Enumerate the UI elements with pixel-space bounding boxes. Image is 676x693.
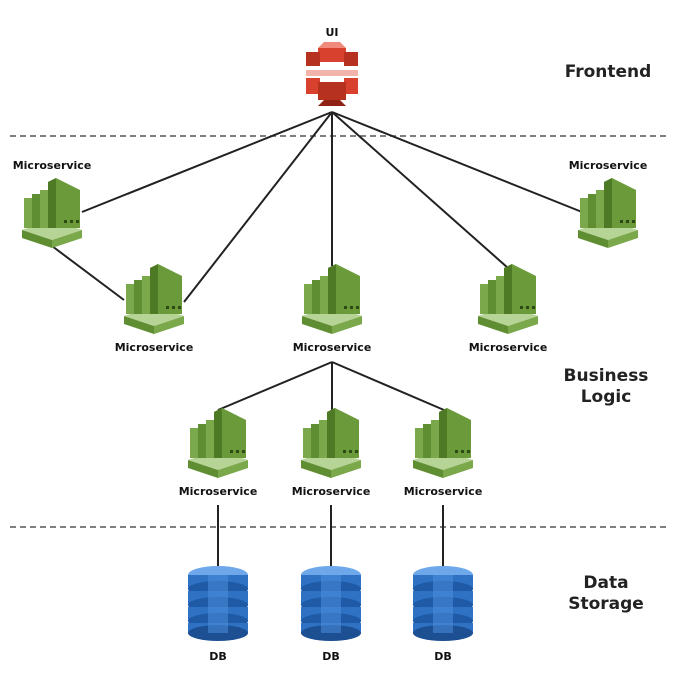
db-icon	[301, 566, 361, 641]
edges	[51, 111, 583, 570]
tier-data-storage: Data Storage	[568, 573, 644, 615]
microservice-label: Microservice	[178, 485, 258, 498]
microservice-icon	[302, 264, 362, 334]
edge-ms-mid-center-ms-low-left	[217, 361, 333, 411]
edge-ui-ms-top-left	[81, 111, 333, 213]
microservice-icon	[578, 178, 638, 248]
db-label: DB	[322, 650, 340, 663]
tier-frontend: Frontend	[565, 62, 652, 83]
microservice-label: Microservice	[468, 341, 548, 354]
microservice-icon	[413, 408, 473, 478]
tier-business-line1: Business	[563, 366, 649, 386]
db-label: DB	[434, 650, 452, 663]
microservice-icon	[124, 264, 184, 334]
microservice-icon	[22, 178, 82, 248]
tier-business-line2: Logic	[580, 387, 632, 407]
microservice-label: Microservice	[403, 485, 483, 498]
microservice-label: Microservice	[291, 485, 371, 498]
microservice-label: Microservice	[292, 341, 372, 354]
db-icon	[188, 566, 248, 641]
microservice-label: Microservice	[114, 341, 194, 354]
edge-ui-ms-mid-left	[183, 111, 333, 303]
db-label: DB	[209, 650, 227, 663]
ui-label: UI	[325, 26, 339, 39]
microservice-label: Microservice	[12, 159, 92, 172]
tier-frontend-label: Frontend	[564, 62, 652, 82]
ui-icon	[306, 42, 358, 106]
edge-ms-top-left-ms-mid-left	[51, 245, 125, 301]
tier-storage-line1: Data	[583, 573, 629, 593]
microservice-icon	[188, 408, 248, 478]
db-icon	[413, 566, 473, 641]
tier-business-logic: Business Logic	[564, 366, 649, 408]
edge-ui-ms-mid-right	[331, 111, 509, 269]
tier-storage-line2: Storage	[568, 594, 644, 614]
edge-ms-mid-center-ms-low-right	[331, 361, 445, 411]
microservice-icon	[301, 408, 361, 478]
edge-ui-ms-top-right	[331, 111, 583, 213]
microservice-icon	[478, 264, 538, 334]
microservice-label: Microservice	[568, 159, 648, 172]
